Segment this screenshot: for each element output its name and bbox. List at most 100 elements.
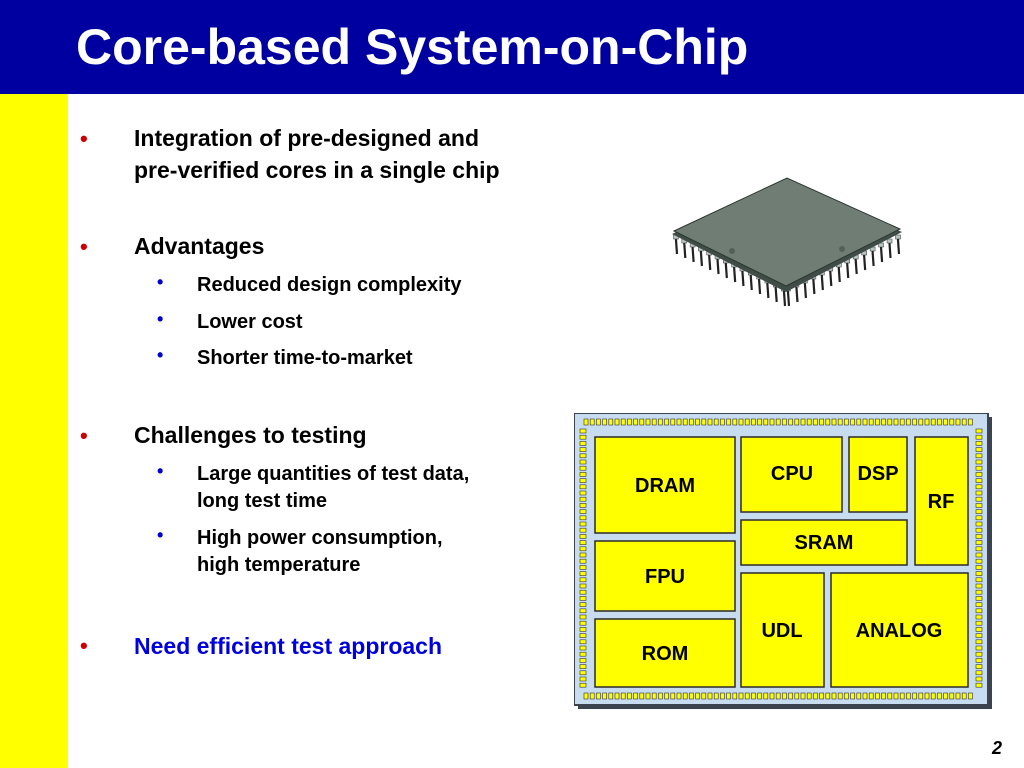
core-analog [830,572,969,688]
io-pad [579,453,587,459]
sub-bullet-power-line1: High power consumption, [197,527,443,549]
io-pad [579,503,587,508]
io-pad [763,418,769,426]
io-pad [670,692,676,700]
sub-bullet-marker: • [157,345,164,365]
io-pad [975,478,983,483]
core-rom [594,618,736,688]
core-sram-label: SRAM [795,532,854,554]
io-pad [831,418,837,426]
core-rf [914,436,969,566]
soc-io-pads [579,418,983,700]
io-pad [751,418,756,426]
io-pad [664,418,669,426]
io-pad [887,692,893,700]
io-pad [955,692,961,700]
io-pad [583,418,589,426]
core-dram [594,436,736,534]
io-pad [701,418,707,426]
io-pad [751,692,756,700]
io-pad [975,589,983,595]
io-pad [937,692,942,700]
io-pad [579,521,587,527]
chip-package-icon [672,177,902,307]
io-pad [875,692,880,700]
io-pad [800,418,806,426]
bullet-marker: • [80,633,88,658]
io-pad [579,484,587,490]
io-pad [955,418,961,426]
io-pad [701,692,707,700]
io-pad [744,418,750,426]
io-pad [975,534,983,539]
io-pad [707,692,713,700]
core-cpu-label: CPU [771,463,813,485]
io-pad [579,552,587,558]
io-pad [720,418,725,426]
io-pad [975,459,983,465]
io-pad [639,692,645,700]
io-pad [975,602,983,607]
io-pad [579,639,587,645]
io-pad [738,692,744,700]
io-pad [961,692,967,700]
io-pad [912,418,917,426]
io-pad [726,692,731,700]
bullet-challenges: Challenges to testing [134,422,367,448]
sub-bullet-marker: • [157,272,164,292]
io-pad [893,692,899,700]
io-pad [975,447,983,452]
io-pad [645,692,651,700]
io-pad [930,692,936,700]
io-pad [732,418,738,426]
io-pad [583,692,589,700]
left-accent-strip [0,94,68,768]
io-pad [579,676,587,682]
io-pad [975,571,983,576]
io-pad [975,521,983,527]
io-pad [579,651,587,657]
io-pad [579,571,587,576]
core-fpu [594,540,736,612]
io-pad [949,418,955,426]
io-pad [906,418,911,426]
sub-bullet-marker: • [157,525,164,545]
io-pad [937,418,942,426]
sub-bullet-complexity: Reduced design complexity [197,274,462,296]
chip-marker-dot [729,248,735,254]
core-udl [740,572,825,688]
io-pad [825,692,831,700]
io-pad [579,546,587,552]
slide-title: Core-based System-on-Chip [76,19,749,75]
io-pad [868,692,874,700]
io-pad [579,534,587,539]
core-sram [740,519,908,566]
io-pad [608,418,614,426]
io-pad [975,515,983,521]
io-pad [579,614,587,620]
io-pad [975,639,983,645]
core-fpu-label: FPU [645,566,685,588]
io-pad [602,692,607,700]
page-number: 2 [991,738,1002,758]
bullet-integration-line1: Integration of pre-designed and [134,125,480,151]
io-pad [695,418,700,426]
io-pad [887,418,893,426]
io-pad [579,664,587,669]
io-pad [975,633,983,638]
io-pad [800,692,806,700]
sub-bullet-power-line2: high temperature [197,554,361,576]
io-pad [645,418,651,426]
io-pad [975,651,983,657]
io-pad [943,418,948,426]
io-pad [862,692,868,700]
io-pad [639,418,645,426]
io-pad [579,658,587,663]
io-pad [975,620,983,626]
io-pad [943,692,948,700]
io-pad [579,540,587,545]
core-dsp [848,436,908,513]
io-pad [614,692,620,700]
io-pad [676,692,682,700]
io-pad [633,418,638,426]
